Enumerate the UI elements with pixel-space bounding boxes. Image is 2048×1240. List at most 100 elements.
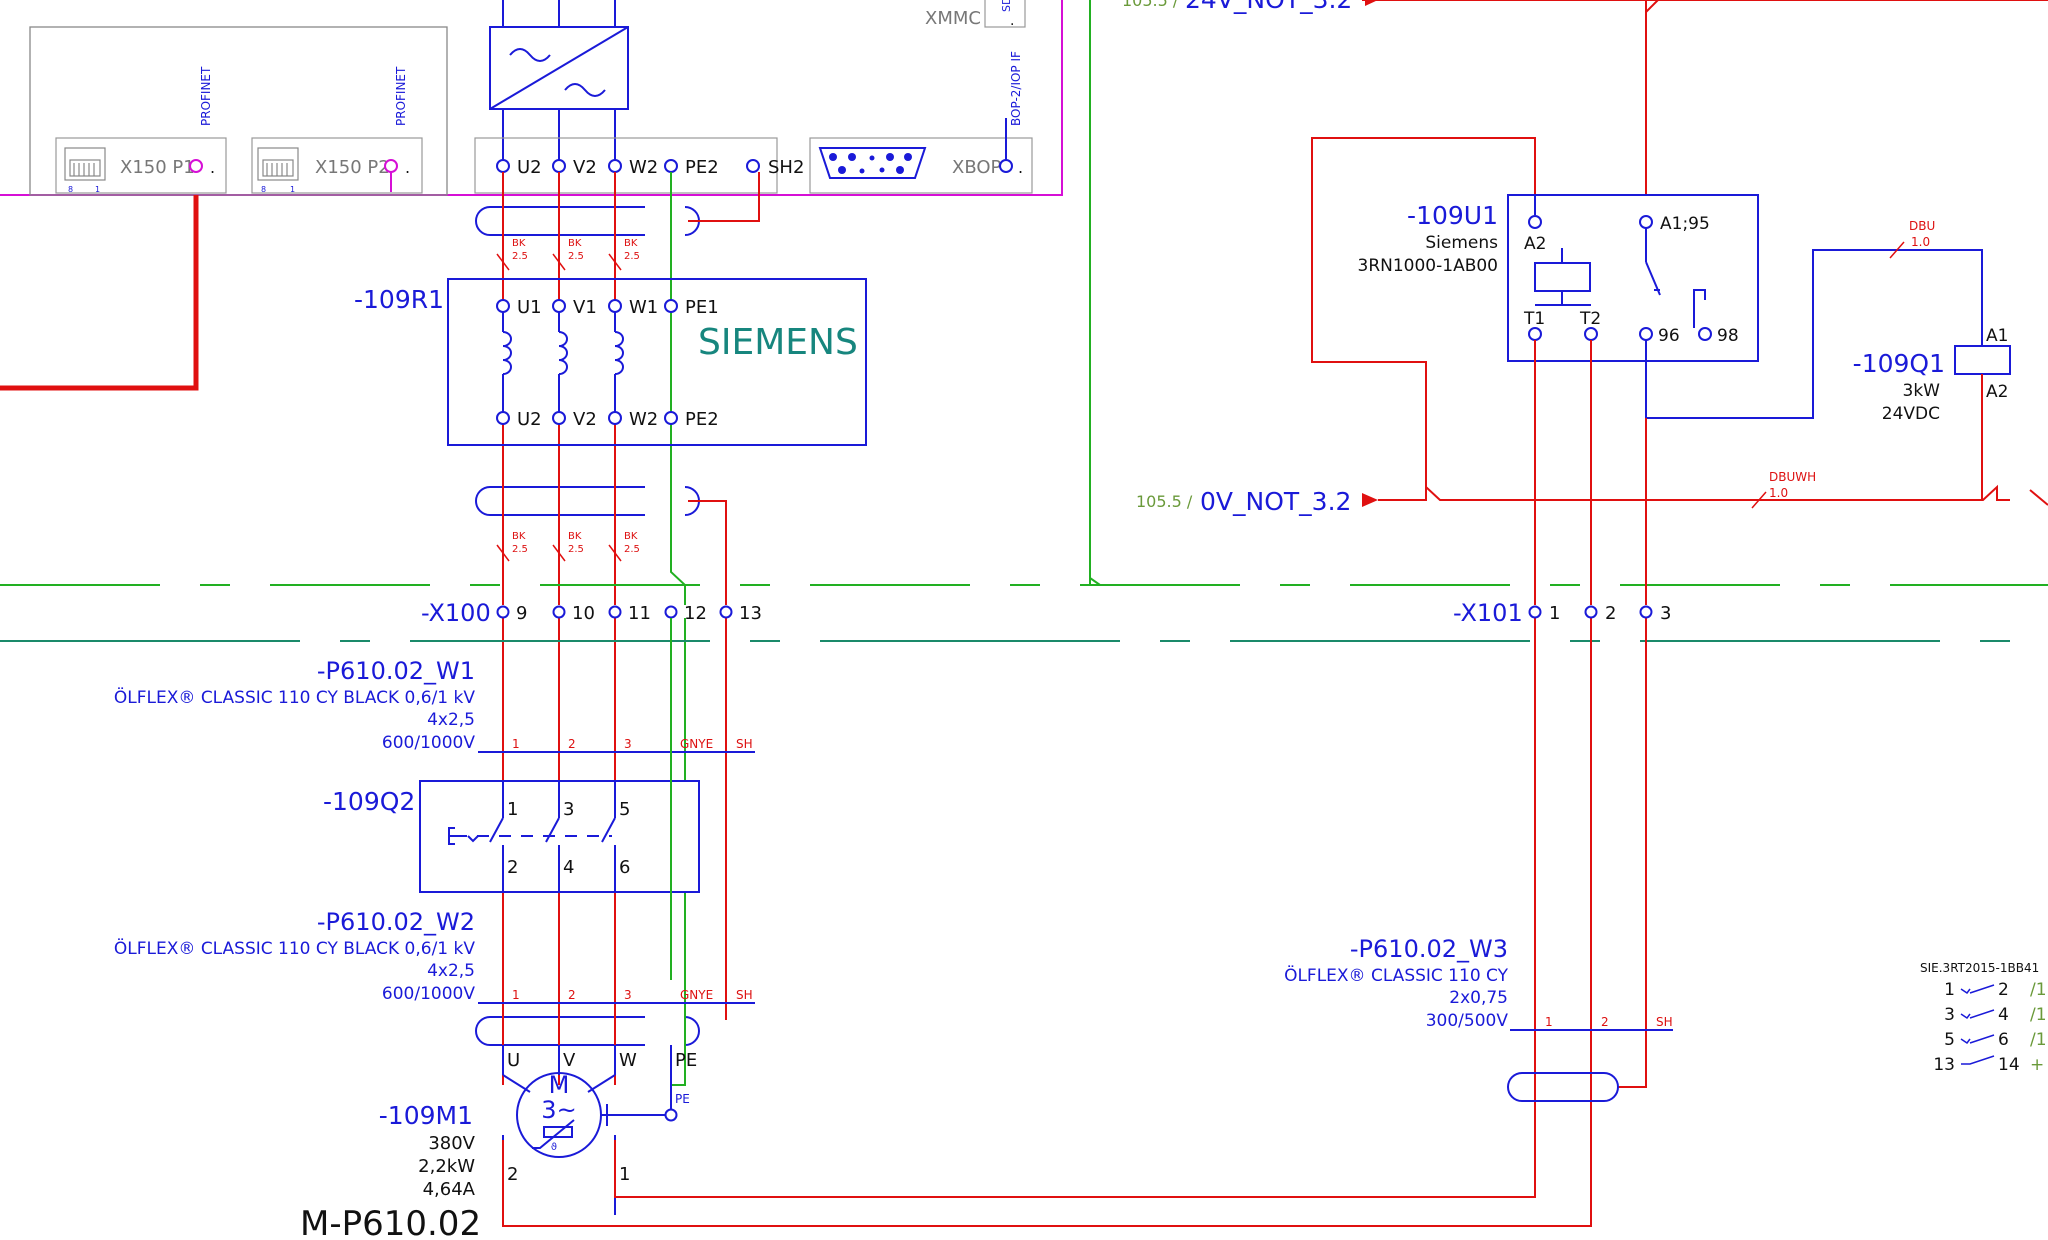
terminal-label: A1;95 <box>1660 214 1710 234</box>
cross-reference: /1 <box>2030 1005 2047 1025</box>
rj45-port-icon <box>257 147 299 181</box>
terminal-label: U2 <box>517 157 542 178</box>
terminal-label: A1 <box>1986 326 2008 346</box>
terminal-label: 3 <box>1660 603 1671 624</box>
thermistor-relay: -109U1 Siemens 3RN1000-1AB00 A2 A1;95 T1… <box>1358 194 1759 362</box>
terminal-label: T1 <box>1523 309 1545 329</box>
xbop-label: XBOP <box>952 157 1002 178</box>
contact-number: 6 <box>1998 1030 2009 1050</box>
cable-tag: -P610.02_W3 <box>1350 935 1508 963</box>
dot: . <box>1018 158 1023 177</box>
cable-type: ÖLFLEX® CLASSIC 110 CY <box>1284 964 1509 986</box>
terminal-label: 1 <box>1549 603 1560 624</box>
terminal-label: W2 <box>629 157 658 178</box>
motor-power: 2,2kW <box>418 1156 475 1177</box>
terminal-label: 13 <box>739 603 762 624</box>
device-tag: -109R1 <box>354 285 444 314</box>
terminal-label: W2 <box>629 409 658 430</box>
conductor-label: SH <box>1656 1015 1673 1029</box>
cable-w3: -P610.02_W3 ÖLFLEX® CLASSIC 110 CY 2x0,7… <box>1284 935 1673 1102</box>
terminal-label: U1 <box>517 297 542 318</box>
motor-protection-breaker: -109Q2 1 3 5 2 4 6 <box>323 780 700 893</box>
cable-cores: 4x2,5 <box>427 961 475 981</box>
terminal-label: 5 <box>619 799 630 820</box>
wire-size: 2.5 <box>512 251 528 262</box>
terminal-label: PE2 <box>685 157 719 178</box>
pin-1: 1 <box>95 185 100 194</box>
wire-marker-dbuwh: DBUWH 1.0 <box>1751 470 1816 509</box>
wire-color: DBUWH <box>1769 470 1816 484</box>
cable-type: ÖLFLEX® CLASSIC 110 CY BLACK 0,6/1 kV <box>114 686 475 708</box>
port-x150-p1: X150 P1 <box>120 157 195 178</box>
terminal-label: U2 <box>517 409 542 430</box>
braking-resistor: -109R1 SIEMENS U1 V1 W1 PE1 U2 V2 W2 PE2 <box>354 278 867 446</box>
shield-symbol <box>1507 1072 1619 1102</box>
wire-color: BK <box>624 531 638 542</box>
terminal-label: 12 <box>684 603 707 624</box>
relay-part: 3RN1000-1AB00 <box>1358 256 1498 276</box>
pe-wire <box>670 0 1101 1086</box>
xmmc-label: XMMC <box>925 8 981 29</box>
terminal-label: 2 <box>507 857 518 878</box>
profinet-label: PROFINET <box>394 66 408 126</box>
dot: . <box>405 158 410 177</box>
conductor-label: 2 <box>1601 1015 1609 1029</box>
motor-m: M <box>549 1071 570 1099</box>
drive-unit: 8 1 8 1 X150 P1 X150 P2 . . PROFINET PRO… <box>0 0 1063 196</box>
cross-reference: /1 <box>2030 1030 2047 1050</box>
cable-voltage: 600/1000V <box>382 733 475 753</box>
wire-color: DBU <box>1909 219 1935 233</box>
motor: -109M1 380V 2,2kW 4,64A M-P610.02 M 3~ ϑ… <box>300 1045 697 1240</box>
terminal-strip-x100: -X100 9 10 11 12 13 <box>421 599 762 627</box>
terminal-label: PE <box>675 1050 697 1071</box>
conductor-label: 2 <box>568 737 576 751</box>
terminal-label: 11 <box>628 603 651 624</box>
pin-8: 8 <box>68 185 73 194</box>
potential-label: 24V_NOT_3.2 <box>1185 0 1352 14</box>
terminal-label: SH2 <box>768 157 804 178</box>
contactor-coil: -109Q1 3kW 24VDC A1 A2 <box>1853 326 2011 500</box>
part-number: SIE.3RT2015-1BB41 <box>1920 961 2039 975</box>
contact-number: 4 <box>1998 1005 2009 1025</box>
cable-w2: -P610.02_W2 ÖLFLEX® CLASSIC 110 CY BLACK… <box>114 908 755 1004</box>
db9-connector-icon <box>818 147 927 179</box>
sd-label: SD <box>1000 0 1013 12</box>
conductor-label: 3 <box>624 737 632 751</box>
conductor-label: SH <box>736 988 753 1002</box>
terminal-label: 1 <box>619 1164 630 1185</box>
terminal-label: 2 <box>1605 603 1616 624</box>
terminal-label: 1 <box>507 799 518 820</box>
terminal-label: W <box>619 1050 637 1071</box>
terminal-label: W1 <box>629 297 658 318</box>
device-tag: -X101 <box>1453 599 1523 627</box>
wire-color: BK <box>568 531 582 542</box>
pin-1: 1 <box>290 185 295 194</box>
terminal-label: V1 <box>573 297 597 318</box>
cable-voltage: 600/1000V <box>382 984 475 1004</box>
cable-tag: -P610.02_W2 <box>317 908 475 936</box>
terminal-label: U <box>507 1050 520 1071</box>
port-x150-p2: X150 P2 <box>315 157 390 178</box>
potential-label: 0V_NOT_3.2 <box>1200 487 1351 516</box>
terminal-label: A2 <box>1524 234 1546 254</box>
wire-color: BK <box>512 531 526 542</box>
terminal-label: 2 <box>507 1164 518 1185</box>
terminal-label: PE2 <box>685 409 719 430</box>
cross-reference: 105.5 / <box>1122 0 1179 10</box>
motor-voltage: 380V <box>428 1133 475 1154</box>
device-tag: -109U1 <box>1407 201 1498 230</box>
inductor-coil-icon <box>502 331 624 412</box>
terminal-label: V2 <box>573 157 597 178</box>
location-label: M-P610.02 <box>300 1204 481 1240</box>
cable-cores: 2x0,75 <box>1449 988 1508 1008</box>
terminal-label: 6 <box>619 857 630 878</box>
wire-size: 2.5 <box>568 251 584 262</box>
wire-size: 1.0 <box>1769 486 1788 500</box>
wire-color: BK <box>624 238 638 249</box>
wire-size: 2.5 <box>624 251 640 262</box>
cross-reference: /1 <box>2030 980 2047 1000</box>
siemens-logo: SIEMENS <box>698 322 858 363</box>
power-24v: 105.5 / 24V_NOT_3.2 <box>1122 0 2048 14</box>
device-tag: -X100 <box>421 599 491 627</box>
pin-8: 8 <box>261 185 266 194</box>
